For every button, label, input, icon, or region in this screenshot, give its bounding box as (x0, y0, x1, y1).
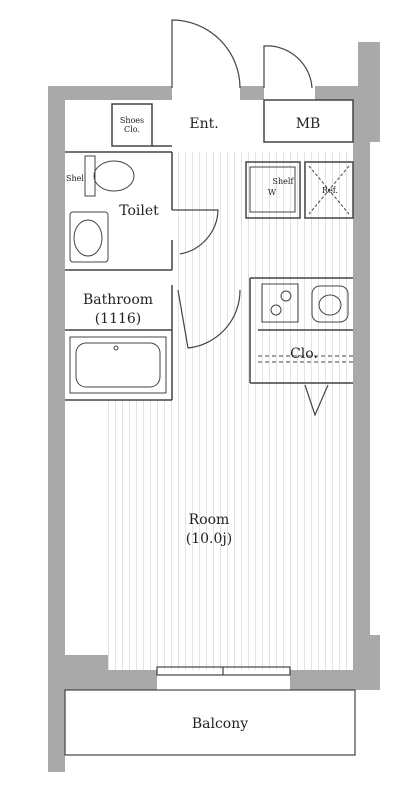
wall-top-left (48, 86, 172, 100)
bathtub (69, 336, 167, 394)
balcony-area (64, 666, 356, 756)
wall-right (353, 142, 370, 667)
wash-basin (69, 211, 109, 263)
kitchen-sink (311, 285, 349, 323)
ref-cross-b (308, 165, 350, 215)
room-floor-lower (108, 400, 353, 670)
label-toilet: Toilet (119, 203, 159, 219)
entrance-door-swing-icon (171, 19, 241, 89)
toilet-bowl (93, 160, 135, 192)
walls (48, 42, 380, 772)
label-shoes-closet: Shoes Clo. (119, 116, 145, 135)
label-bathroom: Bathroom (82, 292, 154, 308)
label-entrance: Ent. (189, 116, 219, 132)
wall-bottom-left-fill (65, 670, 157, 690)
bathtub-inner (75, 342, 161, 388)
toilet-tank (84, 155, 96, 197)
label-balcony: Balcony (191, 716, 249, 732)
closet-door-swing-icon (304, 384, 329, 417)
partitions (65, 99, 354, 401)
laundry-box (245, 161, 301, 219)
label-washer-mark: W (267, 188, 277, 197)
wall-bottom-right-fill (290, 670, 355, 690)
bath-door-swing-icon (177, 289, 241, 349)
wall-left-balcony (48, 690, 65, 772)
balcony-floor (64, 689, 356, 756)
stove-burner-2-icon (270, 304, 282, 316)
wall-top-middle (240, 86, 264, 100)
shoes-closet-box (111, 103, 153, 147)
label-room-size: (10.0j) (185, 531, 233, 547)
label-closet: Clo. (290, 346, 318, 362)
label-meter-box: MB (295, 116, 321, 132)
label-bathroom-size: (1116) (94, 311, 142, 327)
label-toilet-shelf: Shelf (66, 174, 84, 183)
refrigerator-box (304, 161, 354, 219)
mb-door-swing-icon (263, 45, 313, 89)
wall-right-upper (353, 86, 380, 142)
label-refrigerator: Ref. (322, 186, 338, 195)
doors (171, 19, 329, 417)
wall-left (48, 86, 65, 690)
mb-box (263, 99, 354, 143)
kitchen-stove (261, 283, 299, 323)
stove-burner-1-icon (280, 290, 292, 302)
label-laundry-shelf: Shelf (272, 177, 294, 186)
toilet-door-swing-icon (172, 209, 219, 255)
wall-mb-right-post (358, 42, 380, 100)
laundry-pan (249, 166, 296, 213)
fixtures (69, 155, 353, 394)
kitchen-sink-bowl (318, 294, 342, 316)
label-room: Room (188, 512, 230, 528)
wash-basin-bowl (73, 219, 103, 257)
bathtub-drain (113, 345, 119, 351)
